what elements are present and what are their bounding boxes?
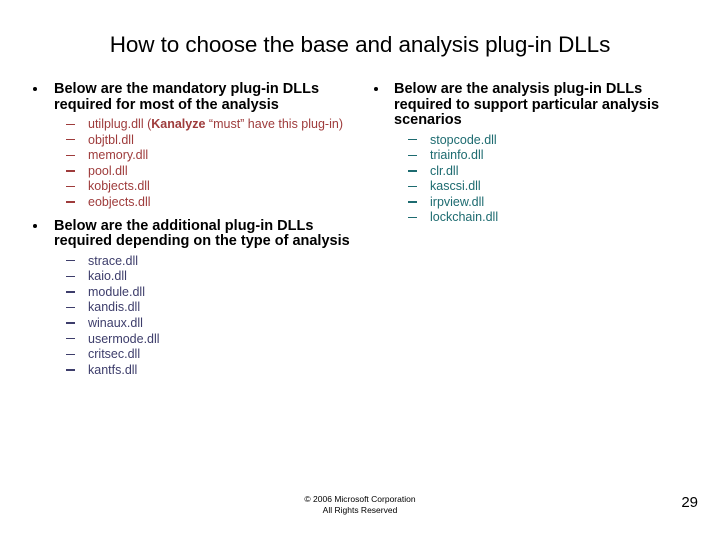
list-item: kaio.dll — [26, 269, 356, 285]
list-item-label: usermode.dll — [88, 331, 160, 346]
list-item: critsec.dll — [26, 347, 356, 363]
list-item-label: clr.dll — [430, 163, 459, 178]
list-item-label: memory.dll — [88, 148, 149, 163]
dash-marker-icon — [66, 369, 75, 371]
list-item-label: triainfo.dll — [430, 148, 484, 163]
list-item: lockchain.dll — [368, 210, 698, 226]
dash-marker-icon — [408, 216, 417, 219]
dash-marker-icon — [408, 170, 417, 172]
bullet-dot-icon — [374, 87, 378, 91]
list-item: kantfs.dll — [26, 363, 356, 379]
additional-plugin-list: strace.dll kaio.dll module.dll kandis.dl… — [26, 254, 356, 379]
list-item-label: kascsi.dll — [430, 179, 481, 194]
list-item-label: kantfs.dll — [88, 362, 138, 377]
dash-marker-icon — [66, 338, 75, 340]
list-item-label: irpview.dll — [430, 194, 485, 209]
list-item-label: module.dll — [88, 284, 145, 299]
mandatory-plugin-list: utilplug.dll (Kanalyze “must” have this … — [26, 117, 356, 211]
dash-marker-icon — [66, 275, 75, 278]
list-item: irpview.dll — [368, 195, 698, 211]
list-item: strace.dll — [26, 254, 356, 270]
dash-marker-icon — [66, 154, 75, 157]
list-item-label: stopcode.dll — [430, 132, 497, 147]
dash-marker-icon — [408, 201, 417, 203]
list-item: triainfo.dll — [368, 148, 698, 164]
bullet-additional-plugins: Below are the additional plug-in DLLs re… — [26, 217, 356, 250]
list-item-label: kaio.dll — [88, 269, 127, 284]
list-item-label: critsec.dll — [88, 347, 141, 362]
list-item-label-suffix: “must” have this plug-in) — [205, 117, 343, 131]
dash-marker-icon — [66, 170, 75, 172]
list-item: stopcode.dll — [368, 133, 698, 149]
list-item: clr.dll — [368, 164, 698, 180]
dash-marker-icon — [408, 154, 417, 156]
list-item-label: kandis.dll — [88, 300, 141, 315]
dash-marker-icon — [66, 353, 75, 356]
list-item-label: pool.dll — [88, 163, 128, 178]
list-item: pool.dll — [26, 164, 356, 180]
list-item: eobjects.dll — [26, 195, 356, 211]
list-item: kandis.dll — [26, 300, 356, 316]
list-item: usermode.dll — [26, 332, 356, 348]
list-item-label: objtbl.dll — [88, 132, 134, 147]
list-item-label-emphasis: Kanalyze — [151, 117, 206, 131]
dash-marker-icon — [66, 139, 75, 141]
slide-footer: © 2006 Microsoft Corporation All Rights … — [0, 494, 720, 516]
dash-marker-icon — [66, 306, 75, 309]
dash-marker-icon — [408, 185, 417, 188]
copyright-line-2: All Rights Reserved — [322, 505, 398, 515]
bullet-mandatory-plugins-text: Below are the mandatory plug-in DLLs req… — [54, 81, 320, 113]
dash-marker-icon — [66, 322, 75, 324]
dash-marker-icon — [66, 185, 75, 188]
list-item-label-prefix: utilplug.dll ( — [88, 117, 152, 131]
list-item: objtbl.dll — [26, 133, 356, 149]
list-item-label: kobjects.dll — [88, 179, 150, 194]
list-item: kobjects.dll — [26, 179, 356, 195]
list-item-label: strace.dll — [88, 253, 139, 268]
bullet-dot-icon — [33, 87, 37, 91]
list-item: memory.dll — [26, 148, 356, 164]
dash-marker-icon — [408, 139, 417, 141]
list-item-label: winaux.dll — [88, 315, 143, 330]
list-item: kascsi.dll — [368, 179, 698, 195]
list-item: module.dll — [26, 285, 356, 301]
dash-marker-icon — [66, 123, 75, 125]
list-item-label: eobjects.dll — [88, 194, 151, 209]
copyright-line-1: © 2006 Microsoft Corporation — [304, 494, 416, 504]
bullet-mandatory-plugins: Below are the mandatory plug-in DLLs req… — [26, 81, 356, 113]
dash-marker-icon — [66, 260, 75, 262]
bullet-analysis-plugins: Below are the analysis plug-in DLLs requ… — [368, 81, 698, 129]
bullet-analysis-plugins-text: Below are the analysis plug-in DLLs requ… — [394, 81, 660, 128]
dash-marker-icon — [66, 201, 75, 203]
right-content-column: Below are the analysis plug-in DLLs requ… — [368, 81, 698, 227]
list-item: winaux.dll — [26, 316, 356, 332]
bullet-additional-plugins-text: Below are the additional plug-in DLLs re… — [54, 217, 350, 250]
left-content-column: Below are the mandatory plug-in DLLs req… — [26, 81, 356, 379]
analysis-plugin-list: stopcode.dll triainfo.dll clr.dll kascsi… — [368, 133, 698, 227]
list-item: utilplug.dll (Kanalyze “must” have this … — [26, 117, 356, 133]
list-item-label: lockchain.dll — [430, 210, 499, 225]
bullet-dot-icon — [33, 223, 37, 228]
dash-marker-icon — [66, 291, 75, 293]
page-number: 29 — [681, 494, 698, 511]
page-title: How to choose the base and analysis plug… — [109, 32, 611, 57]
